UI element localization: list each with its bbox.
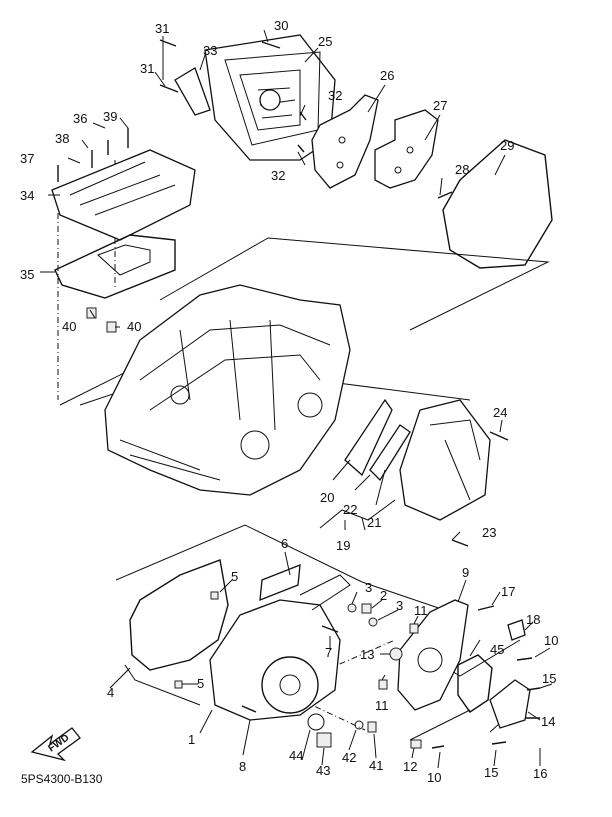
label-11-bottom: 11 (375, 698, 389, 713)
label-18: 18 (526, 612, 540, 627)
label-33: 33 (203, 43, 217, 58)
label-19: 19 (336, 538, 350, 553)
label-12: 12 (403, 759, 417, 774)
leader-lines (40, 29, 553, 769)
label-38: 38 (55, 131, 69, 146)
part-labels: 31 30 33 25 31 32 26 27 28 29 32 39 36 3… (20, 18, 558, 786)
generator-cover (209, 564, 351, 721)
label-41: 41 (369, 758, 383, 773)
label-3-left: 3 (365, 580, 372, 595)
label-35: 35 (20, 267, 34, 282)
label-26: 26 (380, 68, 394, 83)
label-20: 20 (320, 490, 334, 505)
label-11-top: 11 (414, 603, 428, 618)
label-16: 16 (533, 766, 547, 781)
clutch-plates (311, 94, 439, 189)
label-34: 34 (20, 188, 34, 203)
label-30: 30 (274, 18, 288, 33)
label-45: 45 (490, 642, 504, 657)
label-5-bottom: 5 (197, 676, 204, 691)
label-8: 8 (239, 759, 246, 774)
forward-direction-marker: FWD (30, 727, 81, 762)
label-32-top: 32 (328, 88, 342, 103)
label-23: 23 (482, 525, 496, 540)
crankcase-cover-top (174, 34, 336, 161)
label-44: 44 (289, 748, 303, 763)
label-10-right: 10 (544, 633, 558, 648)
label-10-bottom: 10 (427, 770, 441, 785)
label-31-bottom: 31 (140, 61, 154, 76)
label-37: 37 (20, 151, 34, 166)
label-9: 9 (462, 565, 469, 580)
left-cover-gasket (129, 559, 229, 671)
label-15-bottom: 15 (484, 765, 498, 780)
crankcase (104, 284, 351, 496)
label-4: 4 (107, 685, 114, 700)
label-25: 25 (318, 34, 332, 49)
drawing-code: 5PS4300-B130 (21, 772, 103, 786)
small-parts (57, 39, 541, 749)
label-15-right: 15 (542, 671, 556, 686)
label-1: 1 (188, 732, 195, 747)
label-7: 7 (325, 645, 332, 660)
label-3-right: 3 (396, 598, 403, 613)
label-14: 14 (541, 714, 555, 729)
label-32-bottom: 32 (271, 168, 285, 183)
label-36: 36 (73, 111, 87, 126)
cover-gasket (442, 139, 553, 269)
label-6: 6 (281, 536, 288, 551)
label-39: 39 (103, 109, 117, 124)
label-42: 42 (342, 750, 356, 765)
water-pump (397, 599, 531, 729)
label-13: 13 (360, 647, 374, 662)
label-27: 27 (433, 98, 447, 113)
label-2: 2 (380, 588, 387, 603)
label-24: 24 (493, 405, 507, 420)
label-29: 29 (500, 138, 514, 153)
timing-cover (344, 398, 491, 521)
label-40-right: 40 (127, 319, 141, 334)
label-5-top: 5 (231, 569, 238, 584)
label-17: 17 (501, 584, 515, 599)
label-40-left: 40 (62, 319, 76, 334)
label-28: 28 (455, 162, 469, 177)
label-21: 21 (367, 515, 381, 530)
oil-strainer-cover (51, 149, 196, 333)
label-43: 43 (316, 763, 330, 778)
label-31-top: 31 (155, 21, 169, 36)
label-22: 22 (343, 502, 357, 517)
